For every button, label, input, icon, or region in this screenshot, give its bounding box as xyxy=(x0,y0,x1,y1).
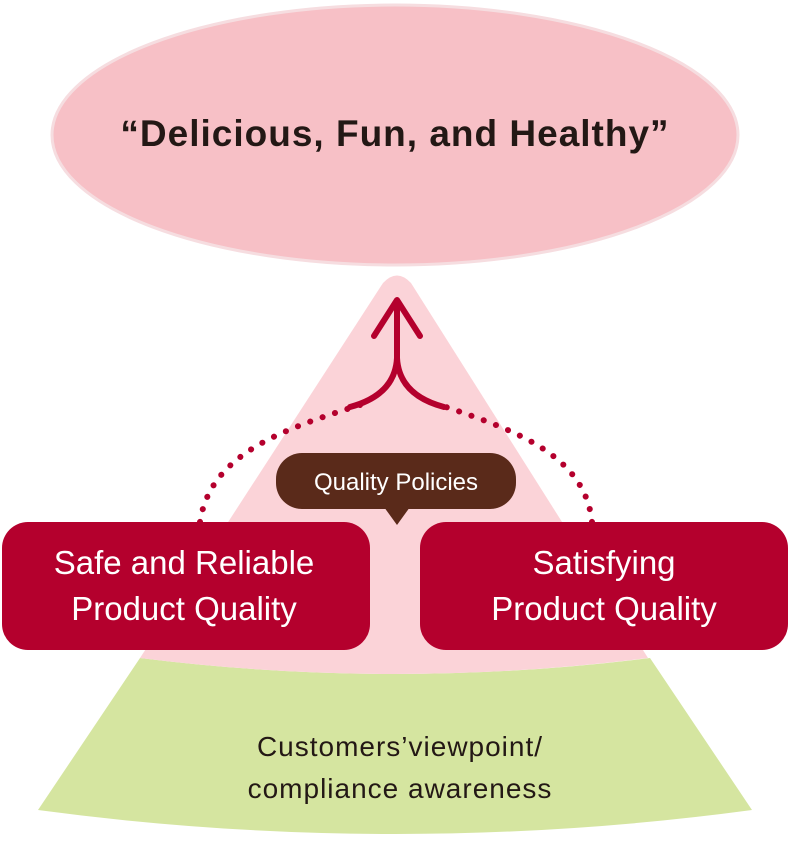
up-arrow-head xyxy=(371,297,423,339)
foundation-line-1: Customers’viewpoint/ xyxy=(257,731,543,762)
goal-text: “Delicious, Fun, and Healthy” xyxy=(120,113,669,154)
satisfying-quality-box xyxy=(420,522,788,650)
safe-reliable-line-2: Product Quality xyxy=(71,590,297,627)
foundation-line-2: compliance awareness xyxy=(248,773,553,804)
left-dotted-connector xyxy=(197,402,363,525)
quality-policies-callout xyxy=(276,453,516,509)
right-dotted-connector xyxy=(437,402,595,525)
goal-ellipse xyxy=(50,3,740,267)
merge-arrow-right-branch xyxy=(394,355,447,410)
safe-reliable-quality-box xyxy=(2,522,370,650)
quality-policies-callout-pointer xyxy=(384,507,410,525)
satisfying-line-1: Satisfying xyxy=(532,544,675,581)
quality-policies-label: Quality Policies xyxy=(314,469,478,496)
foundation-trapezoid xyxy=(38,658,752,834)
safe-reliable-line-1: Safe and Reliable xyxy=(54,544,315,581)
satisfying-line-2: Product Quality xyxy=(491,590,717,627)
